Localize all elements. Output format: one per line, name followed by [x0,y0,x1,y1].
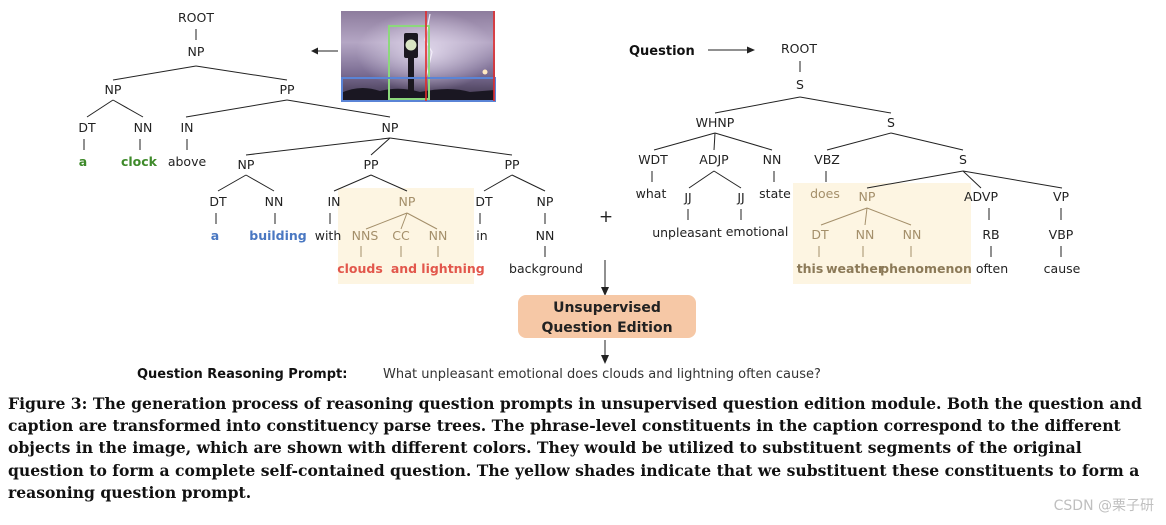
node-nn-4: NN [536,228,555,243]
figure-diagram: ROOT NP NP PP DT NN IN NP a clock above … [78,10,1081,382]
box-line-2: Question Edition [541,320,672,336]
node-vp: VP [1053,189,1070,204]
node-advp: ADVP [964,189,999,204]
node-nn-1: NN [134,120,153,135]
node-nns: NNS [352,228,379,243]
node-pp-center: PP [363,157,379,172]
word-emotional: emotional [726,224,789,239]
node-nn-r1: NN [856,227,875,242]
word-background: background [509,261,583,276]
node-np-right: NP [537,194,554,209]
word-in: in [476,228,487,243]
node-dt-3: DT [475,194,493,209]
node-nn-r2: NN [903,227,922,242]
shade-left [338,188,474,284]
node-nn-state: NN [763,152,782,167]
box-line-1: Unsupervised [553,300,661,316]
word-clouds: clouds [337,261,383,276]
node-np-left: NP [105,82,122,97]
node-rb: RB [982,227,999,242]
node-dt-2: DT [209,194,227,209]
node-jj-1: JJ [683,190,691,205]
node-nn-3: NN [429,228,448,243]
node-vbp: VBP [1049,227,1074,242]
word-this: this [797,261,824,276]
word-clock: clock [121,154,158,169]
right-parse-tree: Question ROOT S WHNP S WDT ADJP NN VBZ S… [629,41,1081,276]
figure-caption: Figure 3: The generation process of reas… [8,394,1142,502]
prompt-text: What unpleasant emotional does clouds an… [383,367,821,382]
word-and: and [391,261,417,276]
node-s-low: S [959,152,967,167]
word-phenomenon: phenomenon [880,261,972,276]
node-dt-1: DT [78,120,96,135]
word-state: state [759,186,791,201]
node-dt-r: DT [811,227,829,242]
node-root-r: ROOT [781,41,817,56]
node-np-top: NP [188,44,205,59]
word-a-clock-det: a [79,154,87,169]
word-often: often [976,261,1008,276]
word-building: building [249,228,307,243]
word-cause: cause [1044,261,1081,276]
node-vbz: VBZ [814,152,840,167]
node-adjp: ADJP [699,152,729,167]
shade-right [793,183,971,284]
node-cc: CC [392,228,410,243]
unsupervised-question-edition-box: Unsupervised Question Edition [518,295,696,338]
node-s-top: S [796,77,804,92]
word-unpleasant: unpleasant [652,225,722,240]
node-np-shaded-r: NP [859,189,876,204]
word-lightning: lightning [421,261,484,276]
word-does: does [810,186,840,201]
node-wdt: WDT [638,152,668,167]
node-pp-top: PP [279,82,295,97]
plus-sign: + [599,207,613,227]
prompt-label: Question Reasoning Prompt: [137,367,347,382]
node-in-1: IN [180,120,193,135]
node-root: ROOT [178,10,214,25]
word-above: above [168,154,207,169]
word-a-building-det: a [211,228,219,243]
node-s-mid: S [887,115,895,130]
node-np-shaded: NP [399,194,416,209]
storm-clock-image [341,11,496,102]
word-what: what [636,186,667,201]
watermark: CSDN @栗子研 [1053,498,1154,514]
question-label: Question [629,44,695,59]
word-weather: weather [826,261,885,276]
node-np-center: NP [238,157,255,172]
node-np-inner: NP [382,120,399,135]
node-whnp: WHNP [696,115,735,130]
node-nn-2: NN [265,194,284,209]
node-jj-2: JJ [736,190,744,205]
word-with: with [315,228,342,243]
node-pp-right: PP [504,157,520,172]
node-in-2: IN [327,194,340,209]
left-parse-tree: ROOT NP NP PP DT NN IN NP a clock above … [78,10,583,276]
